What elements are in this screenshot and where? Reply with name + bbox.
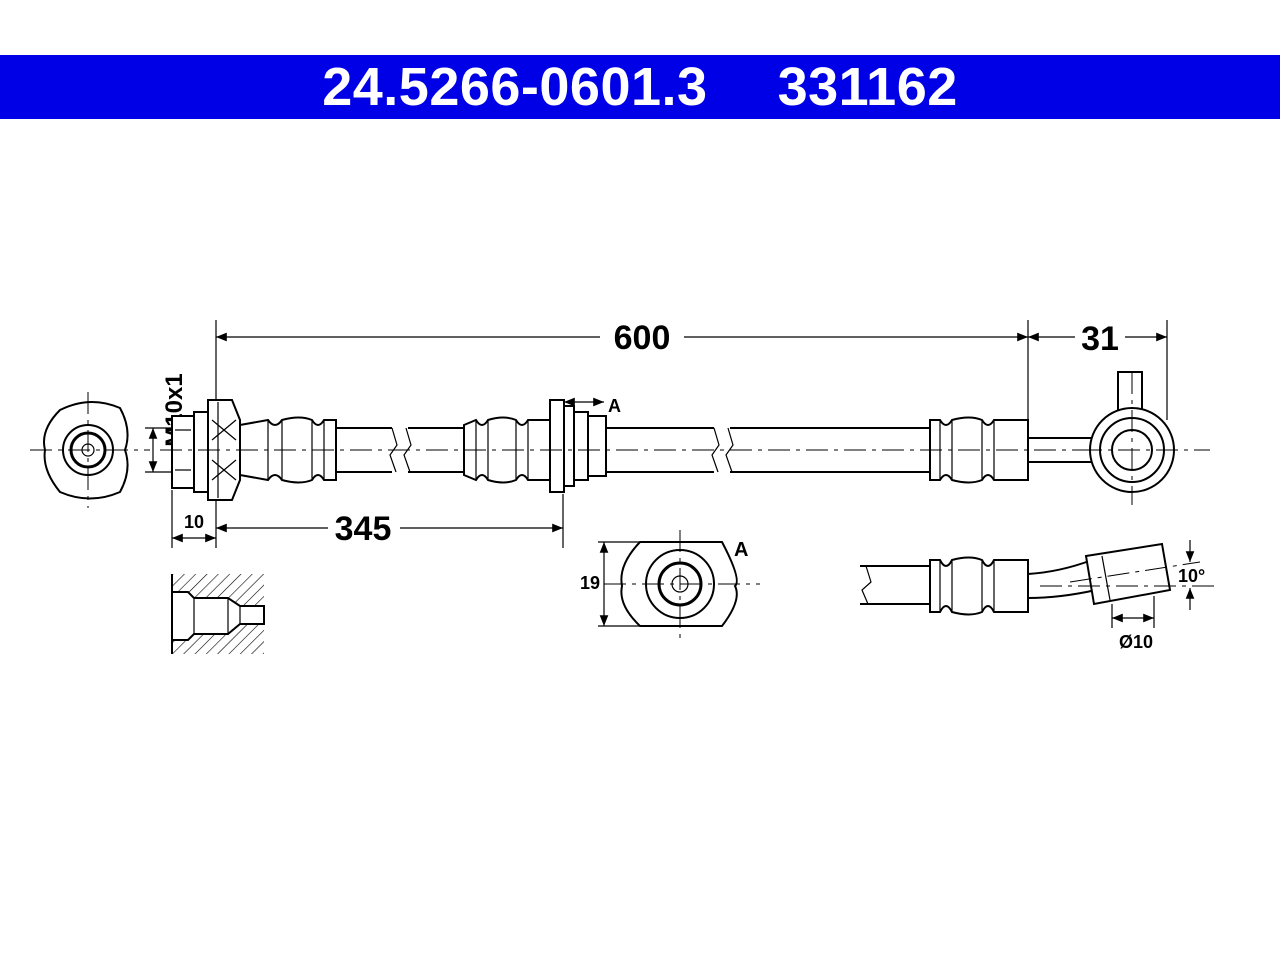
bent-end-detail: 10° Ø10 bbox=[860, 540, 1220, 652]
left-fitting bbox=[171, 399, 241, 501]
view-a: 19 A bbox=[580, 530, 760, 638]
overall-length-dimension: 600 bbox=[215, 319, 1029, 420]
fitting-length-label: 31 bbox=[1081, 320, 1119, 358]
title-bar: 24.5266-0601.3 331162 bbox=[0, 55, 1280, 119]
view-a-marker: A bbox=[608, 396, 621, 416]
bend-angle-label: 10° bbox=[1178, 566, 1205, 586]
overall-length-label: 600 bbox=[614, 319, 671, 357]
thread-length-dimension: 10 bbox=[171, 490, 217, 548]
reference-number: 331162 bbox=[777, 57, 958, 117]
thread-length-label: 10 bbox=[184, 512, 204, 532]
hose-segment-3 bbox=[606, 427, 720, 473]
view-a-title: A bbox=[734, 539, 748, 561]
bracket-position-label: 345 bbox=[335, 510, 392, 548]
part-number: 24.5266-0601.3 bbox=[322, 57, 708, 117]
bracket-position-dimension: 345 bbox=[216, 494, 564, 548]
left-end-view bbox=[30, 392, 150, 508]
fitting-length-dimension: 31 bbox=[1028, 320, 1168, 420]
right-banjo bbox=[1028, 371, 1210, 505]
thread-section-view bbox=[171, 574, 265, 654]
hose-segment-4 bbox=[725, 427, 930, 473]
bracket-width-label: 19 bbox=[580, 573, 600, 593]
bracket: A bbox=[549, 396, 621, 493]
bore-diameter-label: Ø10 bbox=[1119, 632, 1153, 652]
